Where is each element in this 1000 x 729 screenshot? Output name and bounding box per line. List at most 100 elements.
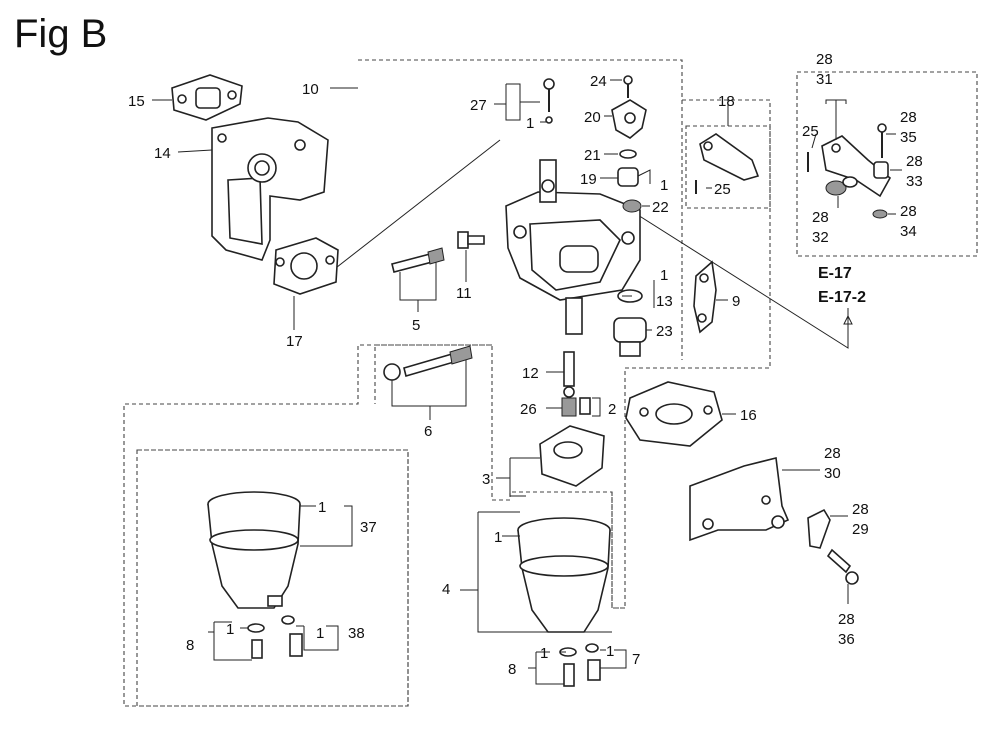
- leader-lines: [152, 79, 902, 685]
- callout-25-right: 25: [802, 123, 819, 140]
- part-16-gasket: [625, 381, 723, 447]
- callout-29: 29: [852, 521, 869, 538]
- callout-23: 23: [656, 323, 673, 340]
- callout-16: 16: [740, 407, 757, 424]
- callout-5: 5: [412, 317, 420, 334]
- part-24-screw: [623, 75, 633, 98]
- part-26-spring: [561, 397, 591, 417]
- callout-18: 18: [718, 93, 735, 110]
- callout-34: 34: [900, 223, 917, 240]
- part-28-32-spring: [825, 176, 858, 196]
- callout-27: 27: [470, 97, 487, 114]
- part-28-33-bushing: [873, 161, 889, 179]
- part-4-float-bowl: [517, 517, 611, 633]
- part-28-31-lever: [821, 135, 892, 198]
- part-27-screw: [543, 78, 555, 124]
- leader-e17-arrow: [843, 314, 853, 325]
- callout-9: 9: [732, 293, 740, 310]
- callout-2: 2: [608, 401, 616, 418]
- callout-8-center-qty: 1: [540, 645, 548, 662]
- callout-25-left: 25: [714, 181, 731, 198]
- part-23-jet: [613, 317, 647, 357]
- callout-24: 24: [590, 73, 607, 90]
- callout-20: 20: [584, 109, 601, 126]
- part-37-float-bowl: [207, 491, 301, 609]
- callout-26: 26: [520, 401, 537, 418]
- leader-22-long: [629, 209, 849, 349]
- callout-8-center: 8: [508, 661, 516, 678]
- callout-28-b: 28: [900, 109, 917, 126]
- callout-15: 15: [128, 93, 145, 110]
- part-11-screw: [457, 231, 485, 249]
- callout-12: 12: [522, 365, 539, 382]
- callout-37-qty: 1: [318, 499, 326, 516]
- callout-37: 37: [360, 519, 377, 536]
- part-22-oring: [622, 199, 642, 213]
- callout-14: 14: [154, 145, 171, 162]
- callout-13-qty: 1: [660, 267, 668, 284]
- callout-28-h: 28: [838, 611, 855, 628]
- callout-38-qty: 1: [316, 625, 324, 642]
- group-4-box: [611, 492, 625, 609]
- callout-labels: 15 14 10 17 27 1 24 20 21 19 1 22 11 5 1…: [128, 51, 923, 678]
- part-17-gasket: [273, 237, 339, 295]
- callout-13: 13: [656, 293, 673, 310]
- part-7-drain-bolt: [585, 643, 601, 681]
- callout-22: 22: [652, 199, 669, 216]
- part-18-lever: [695, 133, 760, 194]
- callout-27-qty: 1: [526, 115, 534, 132]
- part-12-nozzle: [563, 351, 575, 398]
- callout-36: 36: [838, 631, 855, 648]
- callout-38: 38: [348, 625, 365, 642]
- callout-8-left-qty: 1: [226, 621, 234, 638]
- part-28-34-washer: [872, 209, 888, 219]
- part-38-drain-bolt: [281, 615, 303, 657]
- part-carburetor-body: [505, 159, 641, 335]
- group-37-38-boundary: [136, 449, 409, 707]
- part-3-float: [539, 425, 605, 487]
- callout-4: 4: [442, 581, 450, 598]
- part-15-gasket: [171, 74, 243, 121]
- callout-28-f: 28: [824, 445, 841, 462]
- callout-21: 21: [584, 147, 601, 164]
- callout-19-qty: 1: [660, 177, 668, 194]
- part-28-35-screw: [877, 123, 887, 158]
- part-28-36-bolt: [826, 548, 859, 585]
- callout-32: 32: [812, 229, 829, 246]
- group-6-box: [374, 344, 492, 404]
- callout-30: 30: [824, 465, 841, 482]
- callout-28-a: 28: [816, 51, 833, 68]
- callout-17: 17: [286, 333, 303, 350]
- callout-4-qty: 1: [494, 529, 502, 546]
- callout-28-c: 28: [906, 153, 923, 170]
- callout-7: 7: [632, 651, 640, 668]
- reference-e17: E-17: [818, 265, 852, 282]
- callout-7-qty: 1: [606, 643, 614, 660]
- part-28-30-bracket: [689, 457, 790, 542]
- callout-3: 3: [482, 471, 490, 488]
- callout-19: 19: [580, 171, 597, 188]
- part-8-drain-bolt-left: [247, 623, 265, 659]
- callout-35: 35: [900, 129, 917, 146]
- part-21-oring: [619, 149, 637, 159]
- part-20-cover: [611, 99, 647, 139]
- part-6-screw-spring: [383, 345, 473, 381]
- reference-e17-2: E-17-2: [818, 289, 866, 306]
- callout-28-e: 28: [900, 203, 917, 220]
- callout-10: 10: [302, 81, 319, 98]
- callout-33: 33: [906, 173, 923, 190]
- part-28-29-lever: [807, 508, 831, 549]
- part-8-drain-bolt-center: [559, 647, 577, 687]
- part-19-valve: [617, 167, 651, 187]
- callout-31: 31: [816, 71, 833, 88]
- callout-28-d: 28: [812, 209, 829, 226]
- callout-28-g: 28: [852, 501, 869, 518]
- part-9-lever: [693, 260, 717, 334]
- figure-title: Fig B: [14, 12, 108, 56]
- callout-11: 11: [456, 285, 472, 302]
- part-14-insulator: [211, 117, 329, 261]
- callout-6: 6: [424, 423, 432, 440]
- callout-8-left: 8: [186, 637, 194, 654]
